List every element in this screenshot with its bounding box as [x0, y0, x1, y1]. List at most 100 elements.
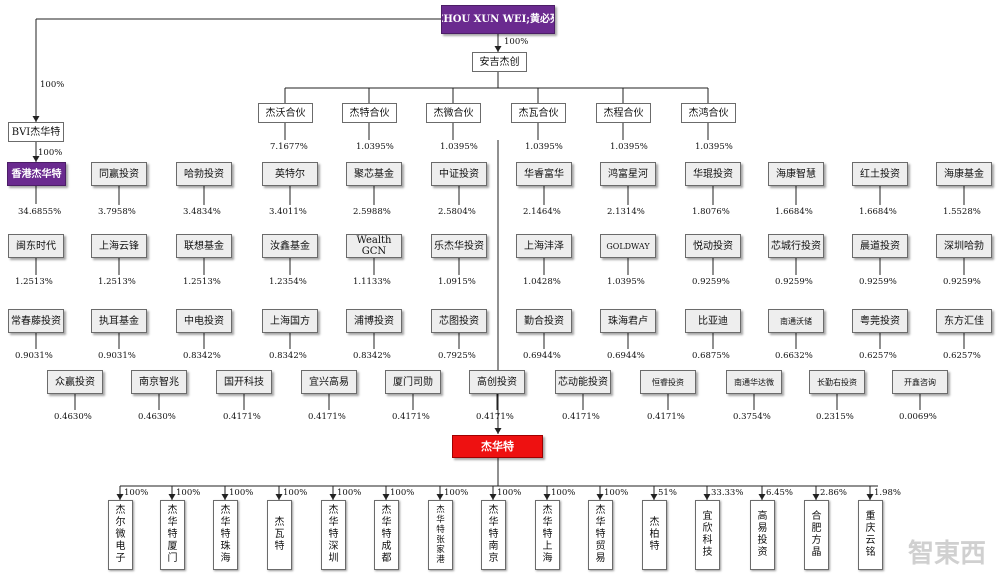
subsidiary-box: 重庆云铭 — [858, 500, 883, 570]
subsidiary-name: 杰华特上海 — [542, 505, 553, 564]
partner-box: 杰沃合伙 — [258, 103, 313, 123]
row3-box: 中电投资 — [176, 309, 232, 333]
subsidiary-box: 杰华特南京 — [481, 500, 506, 570]
row2-box: 芯城行投资 — [768, 234, 824, 258]
row2-box: 联想基金 — [176, 234, 232, 258]
company-box: 杰华特 — [452, 435, 543, 458]
subsidiary-arrow — [543, 494, 551, 500]
bv-to-hk-arrow — [32, 156, 40, 162]
subsidiary-pct: 100% — [604, 488, 629, 498]
subsidiary-box: 杰华特深圳 — [321, 500, 346, 570]
row4-pct: 0.4171% — [647, 412, 685, 422]
subsidiary-box: 合肥方晶 — [804, 500, 829, 570]
partner-pct: 1.0395% — [356, 142, 394, 152]
subsidiary-name: 杰华特厦门 — [167, 505, 178, 564]
subsidiary-pct: 100% — [176, 488, 201, 498]
row1-box: 华睿富华 — [516, 162, 572, 186]
subsidiary-arrow — [703, 494, 711, 500]
row4-box: 开鑫咨询 — [892, 370, 948, 394]
row2-box: Wealth GCN — [346, 234, 402, 258]
row4-pct: 0.4630% — [138, 412, 176, 422]
anji-box: 安吉杰创 — [472, 52, 527, 72]
partner-box: 杰特合伙 — [342, 103, 397, 123]
row1-pct: 1.6684% — [775, 207, 813, 217]
row1-pct: 3.4834% — [183, 207, 221, 217]
subsidiary-pct: 100% — [283, 488, 308, 498]
row1-pct: 2.5988% — [353, 207, 391, 217]
subsidiary-arrow — [758, 494, 766, 500]
row1-box: 海康智慧 — [768, 162, 824, 186]
row3-box: 比亚迪 — [685, 309, 741, 333]
subsidiary-name: 杰华特成都 — [381, 505, 392, 564]
row3-pct: 0.6632% — [775, 351, 813, 361]
subsidiary-box: 杰瓦特 — [267, 500, 292, 570]
row3-pct: 0.9031% — [98, 351, 136, 361]
trunk-arrow — [494, 428, 502, 434]
watermark-logo: 智東西 — [907, 539, 986, 569]
row1-box: 红土投资 — [852, 162, 908, 186]
row2-pct: 1.1133% — [353, 277, 391, 287]
row1-box: 海康基金 — [936, 162, 992, 186]
row2-pct: 1.0395% — [607, 277, 645, 287]
row2-box: 上海云锋 — [91, 234, 147, 258]
row3-box: 粤莞投资 — [852, 309, 908, 333]
subsidiary-arrow — [382, 494, 390, 500]
subsidiary-box: 宜欣科技 — [695, 500, 720, 570]
row1-pct: 3.4011% — [269, 207, 307, 217]
row2-pct: 1.2513% — [183, 277, 221, 287]
row3-box: 芯图投资 — [431, 309, 487, 333]
row4-pct: 0.4171% — [223, 412, 261, 422]
owner-to-anji-arrow — [494, 46, 502, 52]
subsidiary-name: 高易投资 — [757, 511, 768, 558]
row3-pct: 0.6944% — [523, 351, 561, 361]
partner-pct: 1.0395% — [525, 142, 563, 152]
bvi-box: BVI杰华特 — [8, 122, 64, 142]
subsidiary-arrow — [116, 494, 124, 500]
subsidiary-arrow — [812, 494, 820, 500]
partner-pct: 1.0395% — [440, 142, 478, 152]
subsidiary-pct: 100% — [390, 488, 415, 498]
subsidiary-pct: 100% — [229, 488, 254, 498]
subsidiary-name: 杰华特南京 — [488, 505, 499, 564]
subsidiary-box: 杰柏特 — [642, 500, 667, 570]
subsidiary-box: 杰华特上海 — [535, 500, 560, 570]
row3-pct: 0.6257% — [943, 351, 981, 361]
row1-pct: 1.6684% — [859, 207, 897, 217]
row4-pct: 0.2315% — [816, 412, 854, 422]
row3-pct: 0.6257% — [859, 351, 897, 361]
row4-pct: 0.0069% — [899, 412, 937, 422]
partner-pct: 1.0395% — [610, 142, 648, 152]
hk-box: 香港杰华特 — [7, 162, 66, 186]
row3-box: 执耳基金 — [91, 309, 147, 333]
row1-pct: 2.5804% — [438, 207, 476, 217]
partner-box: 杰鸿合伙 — [681, 103, 736, 123]
bv-pct: 100% — [38, 148, 63, 158]
subsidiary-box: 杰华特成都 — [374, 500, 399, 570]
subsidiary-box: 杰尔微电子 — [108, 500, 133, 570]
row4-box: 长勤右投资 — [809, 370, 865, 394]
row2-pct: 0.9259% — [775, 277, 813, 287]
row4-box: 国开科技 — [216, 370, 272, 394]
subsidiary-pct: 100% — [337, 488, 362, 498]
row2-pct: 1.2354% — [269, 277, 307, 287]
row3-pct: 0.9031% — [15, 351, 53, 361]
row4-box: 厦门司勋 — [385, 370, 441, 394]
subsidiary-name: 重庆云铭 — [865, 511, 876, 558]
row4-box: 南京智兆 — [131, 370, 187, 394]
row3-pct: 0.6944% — [607, 351, 645, 361]
subsidiary-pct: 6.45% — [766, 488, 794, 498]
row3-box: 浦博投资 — [346, 309, 402, 333]
subsidiary-pct: 51% — [658, 488, 677, 498]
owner-to-bv-arrow — [32, 116, 40, 122]
subsidiary-box: 高易投资 — [750, 500, 775, 570]
row3-box: 南通沃储 — [768, 309, 824, 333]
row4-pct: 0.3754% — [733, 412, 771, 422]
row1-pct: 1.5528% — [943, 207, 981, 217]
row1-pct: 3.7958% — [98, 207, 136, 217]
subsidiary-arrow — [436, 494, 444, 500]
row2-pct: 0.9259% — [692, 277, 730, 287]
subsidiary-pct: 100% — [497, 488, 522, 498]
row2-pct: 1.0915% — [438, 277, 476, 287]
subsidiary-name: 杰柏特 — [649, 517, 660, 552]
row2-pct: 0.9259% — [859, 277, 897, 287]
